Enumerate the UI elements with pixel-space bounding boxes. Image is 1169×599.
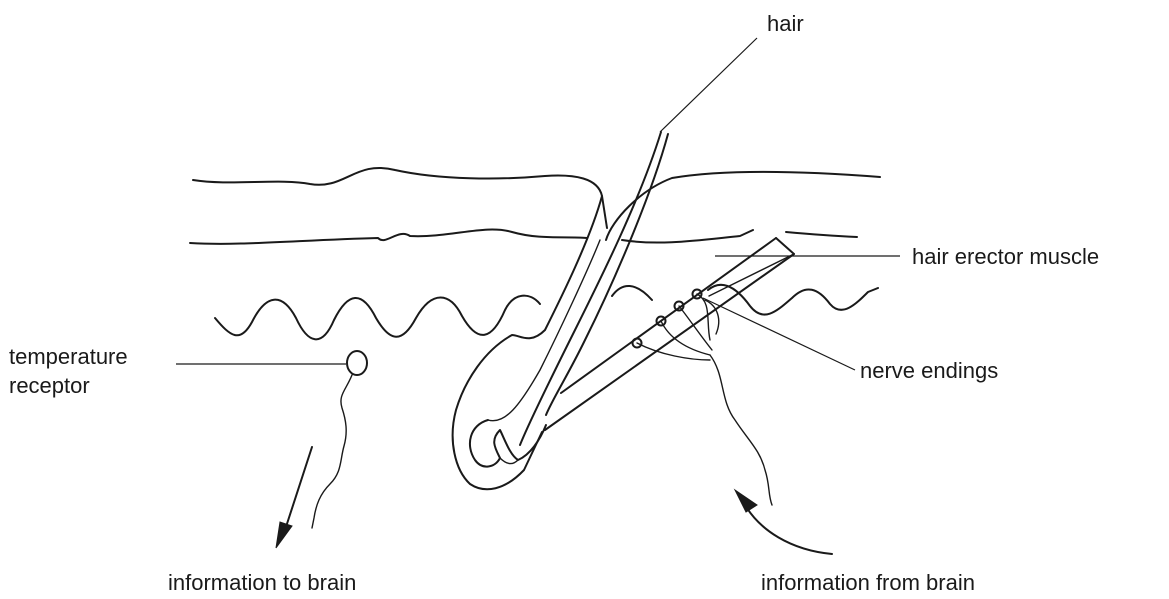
label-temperature-receptor-line1: temperature (9, 344, 128, 369)
skin-surface-layer (193, 168, 880, 240)
label-hair-erector-muscle: hair erector muscle (912, 244, 1099, 269)
label-information-to-brain: information to brain (168, 570, 356, 595)
label-nerve-endings: nerve endings (860, 358, 998, 383)
label-information-from-brain: information from brain (761, 570, 975, 595)
arrow-from-brain (735, 490, 832, 554)
temperature-receptor (312, 351, 367, 528)
dermis-wavy-boundary (215, 285, 878, 339)
label-hair: hair (767, 11, 804, 36)
hair-follicle (453, 132, 668, 489)
leader-hair (660, 38, 757, 132)
label-temperature-receptor-line2: receptor (9, 373, 90, 398)
labels: hair hair erector muscle temperature rec… (9, 11, 1099, 595)
epidermis-boundary (190, 230, 857, 244)
arrow-to-brain (276, 447, 312, 548)
leader-lines (176, 38, 900, 370)
nerve-fibres (637, 294, 772, 505)
